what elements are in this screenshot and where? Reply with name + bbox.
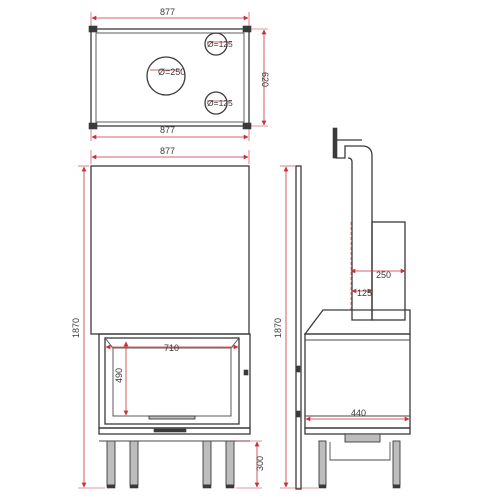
back-wall-panel: [295, 165, 302, 490]
glass-door: [104, 337, 240, 425]
side-handle: [295, 365, 301, 373]
top-view-body: [90, 28, 250, 127]
side-leg: [392, 440, 401, 486]
corner-post: [242, 25, 252, 33]
hood-panel: [90, 165, 250, 335]
flue-upper-circle: [204, 32, 228, 56]
ash-drawer: [344, 433, 381, 443]
front-view: 877 710 490: [71, 146, 265, 489]
top-view: Ø=250 Ø=125 Ø=125 877 877 620: [88, 7, 270, 141]
flue-main-label: Ø=250: [158, 67, 185, 77]
flue-collar: [332, 127, 338, 159]
base-plate: [98, 427, 251, 435]
side-view: 250 125 440 1870: [273, 127, 411, 490]
side-height-label: 1870: [273, 318, 283, 338]
side-leg-foot: [392, 484, 401, 489]
side-leg: [318, 440, 327, 486]
flue-outer-label: 250: [376, 270, 391, 280]
hood-slope: [303, 309, 411, 335]
leg: [106, 440, 116, 486]
leg: [202, 440, 212, 486]
corner-post: [88, 122, 98, 130]
flue-inner-label: 125: [357, 288, 372, 298]
side-depth-label: 440: [351, 408, 366, 418]
depth-label: 620: [260, 72, 270, 87]
flue-pipe: [335, 140, 373, 321]
flue-lower-circle: [204, 91, 228, 115]
leg: [225, 440, 235, 486]
leg-foot: [225, 484, 235, 489]
flue-lower-label: Ø=125: [207, 98, 233, 108]
door-handle: [243, 369, 249, 376]
flue-upper-label: Ø=125: [207, 39, 233, 49]
corner-post: [88, 25, 98, 33]
front-width-label: 877: [160, 146, 175, 156]
total-height-label: 1870: [71, 318, 81, 338]
leg-foot: [129, 484, 139, 489]
side-leg-foot: [318, 484, 327, 489]
base-plate-center: [153, 428, 187, 433]
ash-grate: [148, 415, 196, 420]
leg-height-label: 300: [255, 456, 265, 471]
opening-width-label: 710: [164, 343, 179, 353]
top-view-inner-edge: [95, 32, 245, 123]
side-handle: [295, 410, 301, 418]
side-base-plate: [304, 427, 411, 435]
leg: [129, 440, 139, 486]
corner-post: [242, 122, 252, 130]
opening-height-label: 490: [114, 368, 124, 383]
top-width-label: 877: [160, 7, 175, 17]
leg-foot: [202, 484, 212, 489]
flue-main-circle: [146, 56, 186, 96]
leg-foot: [106, 484, 116, 489]
bottom-width-label: 877: [160, 125, 175, 135]
